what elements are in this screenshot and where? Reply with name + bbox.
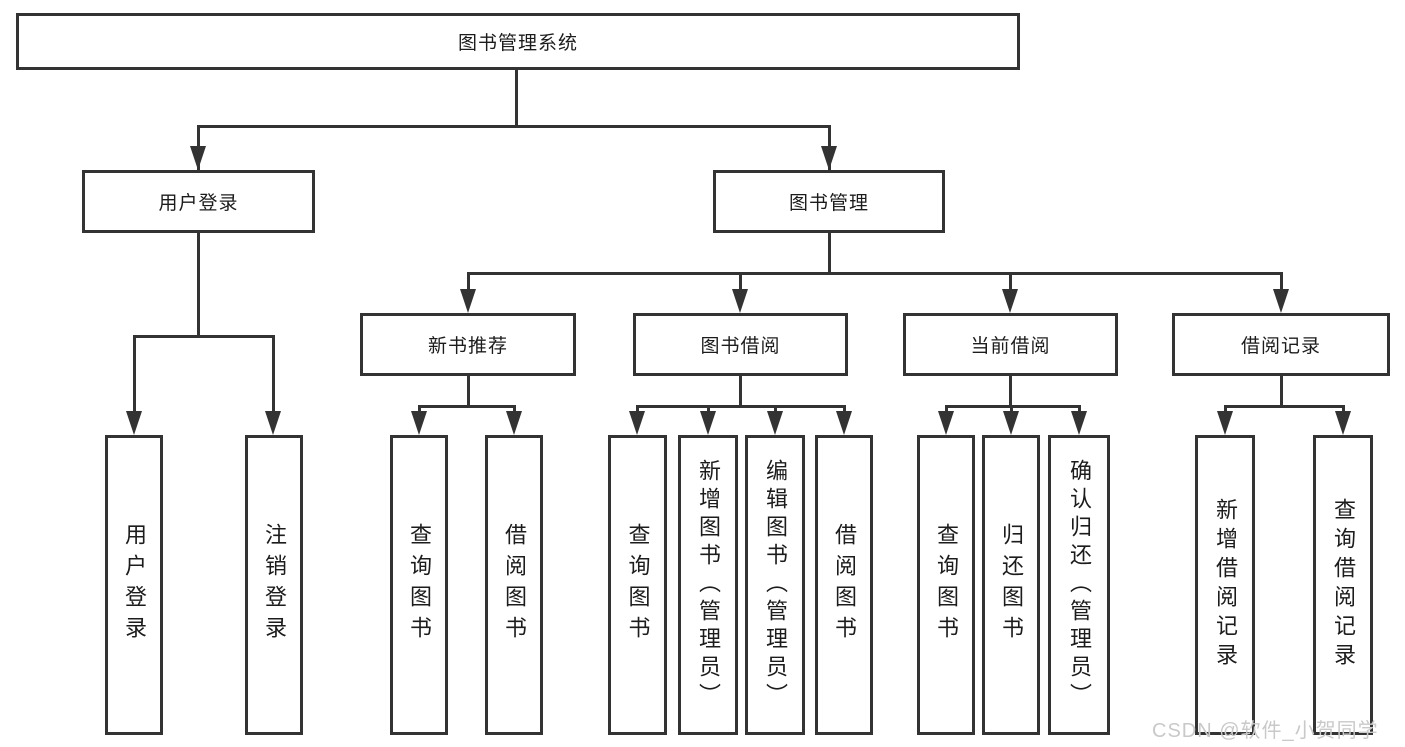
node-label: 新增图书（管理员） xyxy=(696,459,721,711)
connector-line xyxy=(272,335,275,425)
arrow-down-icon xyxy=(1071,411,1087,435)
arrow-down-icon xyxy=(506,411,522,435)
node-label: 编辑图书（管理员） xyxy=(763,459,788,711)
arrow-down-icon xyxy=(1335,411,1351,435)
arrow-down-icon xyxy=(1002,289,1018,313)
node-borrowing-records: 借阅记录 xyxy=(1172,313,1390,376)
node-label: 新书推荐 xyxy=(427,336,508,357)
node-label: 图书管理系统 xyxy=(457,33,578,54)
leaf-logout: 注销登录 xyxy=(245,435,303,735)
connector-line xyxy=(636,405,846,408)
node-label: 图书借阅 xyxy=(700,336,781,357)
arrow-down-icon xyxy=(938,411,954,435)
connector-line xyxy=(515,70,518,126)
node-label: 用户登录 xyxy=(122,523,147,647)
node-label: 当前借阅 xyxy=(970,336,1051,357)
arrow-down-icon xyxy=(1273,289,1289,313)
node-book-borrowing: 图书借阅 xyxy=(633,313,848,376)
leaf-return-books: 归还图书 xyxy=(982,435,1040,735)
connector-line xyxy=(133,335,275,338)
connector-line xyxy=(739,376,742,406)
connector-line xyxy=(945,405,1081,408)
leaf-query-borrow-record: 查询借阅记录 xyxy=(1313,435,1373,735)
arrow-down-icon xyxy=(836,411,852,435)
arrow-down-icon xyxy=(126,411,142,435)
connector-line xyxy=(1280,272,1283,302)
node-label: 查询图书 xyxy=(625,523,651,647)
connector-line xyxy=(1009,272,1012,302)
arrow-down-icon xyxy=(732,289,748,313)
connector-line xyxy=(739,272,742,302)
node-label: 借阅记录 xyxy=(1240,336,1321,357)
leaf-add-books-admin: 新增图书（管理员） xyxy=(678,435,738,735)
leaf-query-books-current: 查询图书 xyxy=(917,435,975,735)
arrow-down-icon xyxy=(411,411,427,435)
node-label: 注销登录 xyxy=(262,523,287,647)
leaf-user-login: 用户登录 xyxy=(105,435,163,735)
connector-line xyxy=(467,272,1282,275)
node-label: 查询借阅记录 xyxy=(1331,498,1356,672)
leaf-borrow-books-recommend: 借阅图书 xyxy=(485,435,543,735)
arrow-down-icon xyxy=(629,411,645,435)
node-label: 图书管理 xyxy=(788,193,869,214)
arrow-down-icon xyxy=(767,411,783,435)
connector-line xyxy=(133,335,136,425)
node-user-login: 用户登录 xyxy=(82,170,315,233)
connector-line xyxy=(828,233,831,273)
node-label: 用户登录 xyxy=(158,193,239,214)
node-current-borrowing: 当前借阅 xyxy=(903,313,1118,376)
node-label: 借阅图书 xyxy=(832,523,857,647)
leaf-add-borrow-record: 新增借阅记录 xyxy=(1195,435,1255,735)
leaf-query-books-borrow: 查询图书 xyxy=(608,435,667,735)
connector-line xyxy=(467,272,470,302)
connector-line xyxy=(418,405,516,408)
arrow-down-icon xyxy=(190,146,206,170)
node-label: 新增借阅记录 xyxy=(1213,498,1238,672)
connector-line xyxy=(197,233,200,335)
leaf-borrow-books: 借阅图书 xyxy=(815,435,873,735)
node-label: 查询图书 xyxy=(934,523,959,647)
connector-line xyxy=(1280,376,1283,406)
connector-line xyxy=(467,376,470,406)
leaf-edit-books-admin: 编辑图书（管理员） xyxy=(745,435,805,735)
arrow-down-icon xyxy=(460,289,476,313)
arrow-down-icon xyxy=(265,411,281,435)
connector-line xyxy=(1009,376,1012,406)
node-label: 归还图书 xyxy=(999,523,1024,647)
arrow-down-icon xyxy=(700,411,716,435)
node-book-management: 图书管理 xyxy=(713,170,945,233)
node-label: 借阅图书 xyxy=(502,523,527,647)
connector-line xyxy=(197,125,831,128)
node-new-book-recommendation: 新书推荐 xyxy=(360,313,576,376)
csdn-watermark: CSDN @软件_小贺同学 xyxy=(1152,720,1379,742)
arrow-down-icon xyxy=(1003,411,1019,435)
arrow-down-icon xyxy=(1217,411,1233,435)
node-label: 确认归还（管理员） xyxy=(1067,459,1092,711)
node-library-management-system: 图书管理系统 xyxy=(16,13,1020,70)
node-label: 查询图书 xyxy=(407,523,432,647)
connector-line xyxy=(1224,405,1345,408)
leaf-confirm-return-admin: 确认归还（管理员） xyxy=(1048,435,1110,735)
leaf-query-books-recommend: 查询图书 xyxy=(390,435,448,735)
arrow-down-icon xyxy=(821,146,837,170)
